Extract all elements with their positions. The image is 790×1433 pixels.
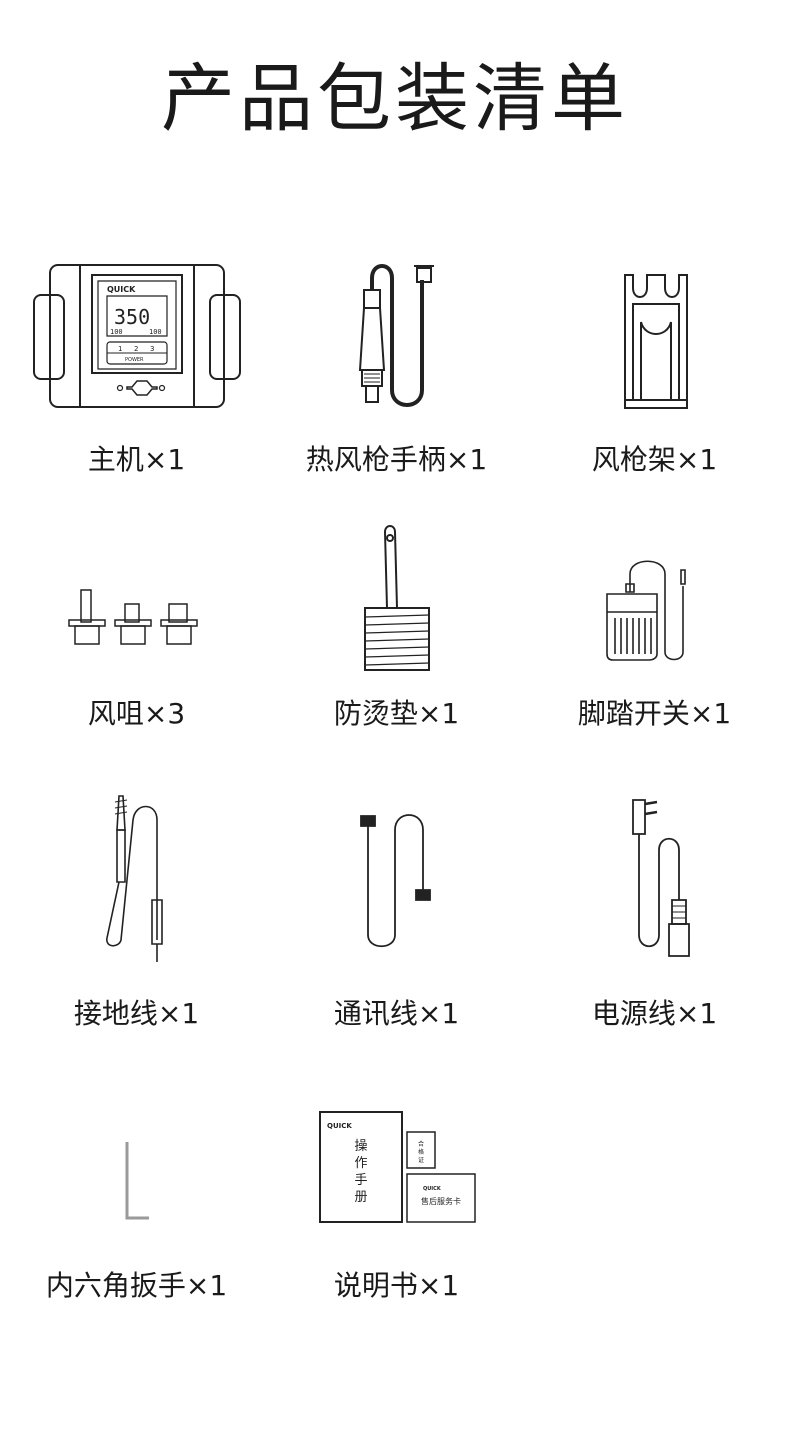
cert-text: 合格证 <box>417 1140 423 1164</box>
comm-cable-label: 通讯线×1 <box>333 997 460 1030</box>
display-left: 100 <box>110 328 123 336</box>
hex-wrench-label: 内六角扳手×1 <box>45 1269 228 1302</box>
card-brand: QUICK <box>423 1186 442 1192</box>
main-unit-label: 主机×1 <box>87 443 186 476</box>
heat-pad-image <box>265 522 528 682</box>
display-right: 100 <box>149 328 162 336</box>
hex-wrench-image <box>5 1100 268 1260</box>
key-1: 1 <box>118 345 122 353</box>
hot-air-handle-image <box>265 260 528 420</box>
foot-switch-label: 脚踏开关×1 <box>577 697 732 730</box>
hot-air-handle-label: 热风枪手柄×1 <box>305 443 488 476</box>
power-cord-label: 电源线×1 <box>591 997 718 1030</box>
page-title: 产品包装清单 <box>161 56 629 142</box>
card-text: 售后服务卡 <box>421 1196 461 1206</box>
manual-brand: QUICK <box>327 1122 352 1130</box>
heat-pad-label: 防烫垫×1 <box>333 697 460 730</box>
manual-label: 说明书×1 <box>333 1269 460 1302</box>
main-unit-image: QUICK 350 100 100 1 2 3 POWER <box>5 260 268 420</box>
nozzles-image <box>5 522 268 682</box>
manual-title: 操作手册 <box>354 1138 367 1205</box>
ground-wire-label: 接地线×1 <box>73 997 200 1030</box>
display-temp: 350 <box>114 305 150 329</box>
gun-holder-label: 风枪架×1 <box>591 443 718 476</box>
brand-logo: QUICK <box>107 285 136 294</box>
gun-holder-image <box>523 260 786 420</box>
nozzles-label: 风咀×3 <box>87 697 186 730</box>
power-cord-image <box>523 790 786 950</box>
comm-cable-image <box>265 790 528 950</box>
foot-switch-image <box>523 522 786 682</box>
power-key: POWER <box>125 357 144 363</box>
manual-image: QUICK 操作手册 合格证 QUICK 售后服务卡 <box>265 1100 528 1260</box>
key-3: 3 <box>150 345 154 353</box>
key-2: 2 <box>134 345 138 353</box>
ground-wire-image <box>5 790 268 950</box>
